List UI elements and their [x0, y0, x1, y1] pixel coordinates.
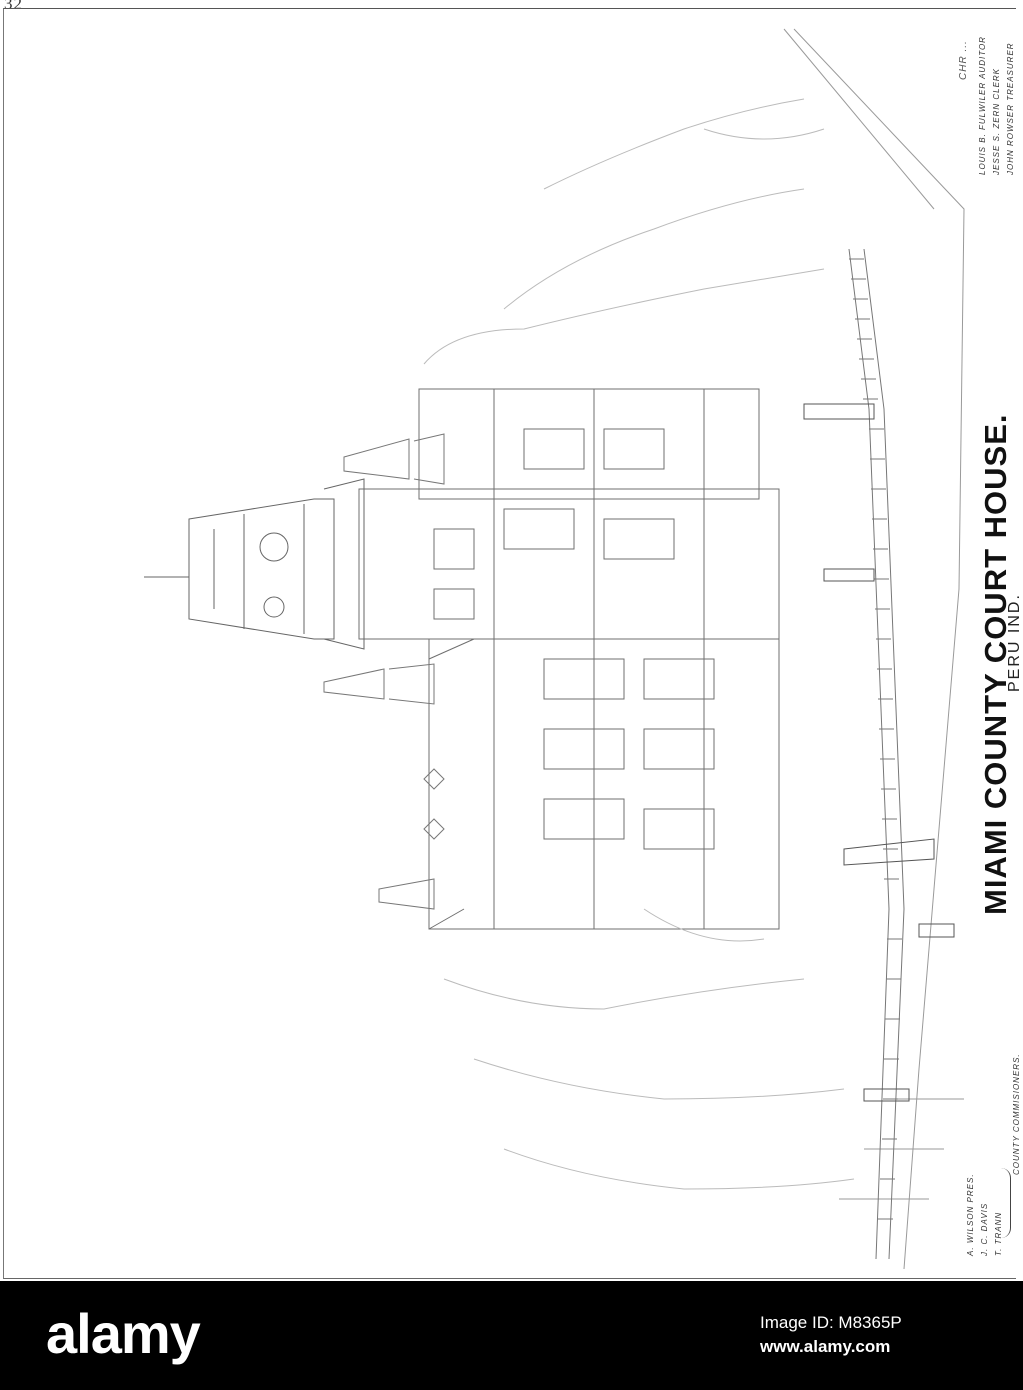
- page-number: 32: [4, 0, 23, 13]
- iron-fence: [848, 248, 905, 1260]
- commissioner-1: A. WILSON PRES.: [966, 1173, 975, 1256]
- alamy-logo[interactable]: alamy: [46, 1302, 201, 1365]
- commissioners-label: COUNTY COMMISIONERS.: [1012, 1053, 1021, 1175]
- plate-frame: [3, 8, 1016, 1279]
- official-auditor: LOUIS B. FULWILER AUDITOR: [978, 36, 987, 175]
- turrets: [323, 433, 445, 910]
- trees: [423, 98, 855, 1190]
- plate-subtitle: PERU IND.: [1006, 593, 1023, 692]
- official-treasurer: JOHN ROWSER TREASURER: [1006, 42, 1015, 175]
- courthouse-illustration: [4, 9, 1015, 1276]
- clock-tower: [144, 478, 365, 650]
- image-id: Image ID: M8365P: [760, 1313, 902, 1332]
- artist-signature: CHR ...: [958, 40, 969, 80]
- official-clerk: JESSE S. ZERN CLERK: [992, 67, 1001, 175]
- site-url[interactable]: www.alamy.com: [760, 1337, 891, 1356]
- stock-footer: alamy Image ID: M8365P www.alamy.com: [0, 1281, 1023, 1390]
- building: [358, 388, 780, 930]
- commissioners-brace: [988, 1168, 1011, 1238]
- figures: [803, 403, 955, 1102]
- street-lines: [783, 28, 965, 1270]
- image-info: Image ID: M8365P www.alamy.com: [760, 1313, 1006, 1357]
